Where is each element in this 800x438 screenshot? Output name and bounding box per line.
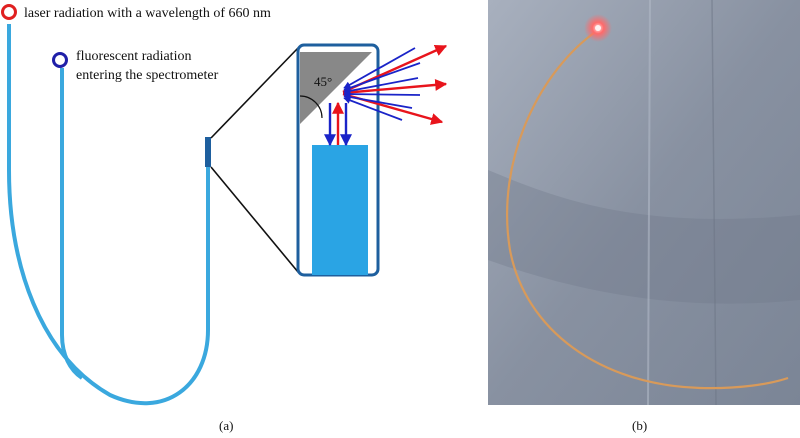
fluorescent-ray [343,47,416,89]
probe-tip [205,137,211,167]
fabric-shadow [488,170,800,304]
caption-b: (b) [632,418,647,433]
red-ring-icon [1,4,17,20]
angle-label: 45° [314,74,332,89]
laser-label: laser radiation with a wavelength of 660… [24,6,271,21]
panel-a-schematic: laser radiation with a wavelength of 660… [1,4,448,433]
blue-ring-icon [52,52,68,68]
fluorescent-ray [343,90,421,98]
fluorescent-ray [343,62,421,92]
fluorescent-ray [343,93,413,109]
fluorescent-fiber [60,68,84,380]
fabric-fold [647,0,651,406]
fluorescent-ray [343,96,403,121]
fiber-core [312,145,368,275]
laser-ray [342,78,448,95]
photo-fiber [506,29,789,390]
fluorescent-label-line1: fluorescent radiation [76,49,191,64]
caption-a: (a) [219,418,233,433]
fluorescent-input-rays [343,47,421,121]
zoom-line-top [210,47,299,139]
laser-fiber [7,24,210,406]
photo-background [488,0,800,405]
fluorescent-label-line2: entering the spectrometer [76,68,219,83]
fluorescent-ray [343,77,419,95]
fabric-fold [711,0,717,406]
zoom-line-bottom [210,166,299,273]
angle-arc [299,95,323,119]
laser-spot-core [595,25,601,31]
panel-b-photo: (b) [488,0,800,433]
